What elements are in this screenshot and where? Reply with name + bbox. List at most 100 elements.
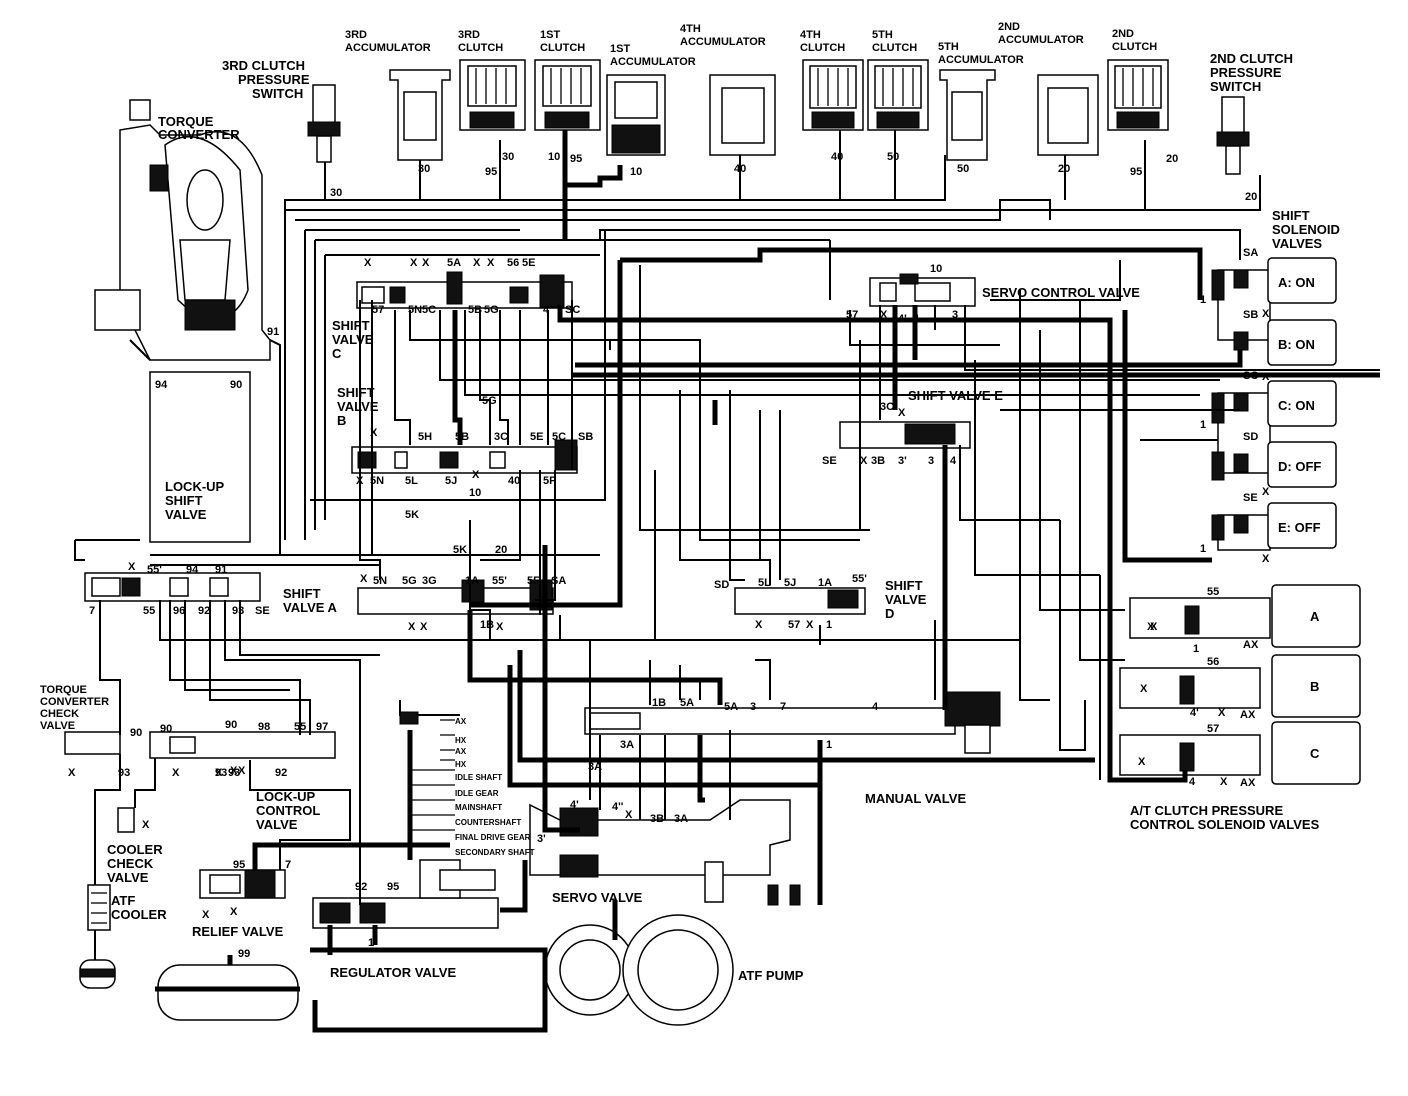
port-shift_c-4: X	[473, 257, 481, 269]
label-tc-check-3: CHECK	[40, 708, 79, 720]
port-lower_left-10: X	[215, 767, 223, 779]
shift-valve-c	[356, 271, 573, 309]
label-clutch3-1: 3RD	[458, 29, 480, 41]
port-top-3: 10	[548, 151, 560, 163]
clutch3-pressure-switch	[307, 84, 341, 163]
label-shift-c-3: C	[332, 346, 342, 361]
label-lockup-control-1: LOCK-UP	[256, 789, 316, 804]
port-lockup-0: 94	[155, 379, 168, 391]
port-top-11: 95	[1130, 166, 1142, 178]
port-top-10: 20	[1058, 163, 1070, 175]
atf-cooler	[79, 884, 116, 989]
port-shift_a-1: 5N	[373, 575, 387, 587]
port-manual-3: 3	[750, 701, 756, 713]
port-shift_b-0: X	[370, 427, 378, 439]
label-shift-b-1: SHIFT	[337, 385, 375, 400]
solenoid-0-box	[1267, 257, 1337, 304]
port-shift_b-9: 5J	[445, 475, 457, 487]
port-servo_ctrl-5: 3	[952, 309, 958, 321]
port-lower_left-22: 1	[328, 941, 334, 953]
port-manual-0: 1B	[652, 697, 666, 709]
label-atf-pump: ATF PUMP	[738, 968, 804, 983]
shaft-legend: AX HX AX HX IDLE SHAFT IDLE GEAR MAINSHA…	[399, 711, 535, 857]
solenoid-2-box	[1267, 380, 1337, 427]
solenoid-4-coil	[1233, 514, 1249, 534]
port-lower_left-7: 55	[294, 721, 306, 733]
label-clutch4-2: CLUTCH	[800, 42, 845, 54]
label-shift-d-3: D	[885, 606, 894, 621]
label-clutch4-1: 4TH	[800, 29, 821, 41]
port-shift_b-7: 5N	[370, 475, 384, 487]
port-shift_a-8: X	[408, 621, 416, 633]
port-manual-11: X	[625, 809, 633, 821]
label-servo-valve: SERVO VALVE	[552, 890, 643, 905]
port-lower_left-9: X	[172, 767, 180, 779]
port-solenoid_side-6: X	[1262, 553, 1270, 565]
port-solenoid_side-15: AX	[1240, 777, 1256, 789]
port-solenoid_side-1: X	[1262, 308, 1270, 320]
shaft-legend-1: HX	[455, 736, 467, 745]
cps-0-label: A	[1310, 609, 1320, 624]
label-clutch2-switch-3: SWITCH	[1210, 79, 1261, 94]
clutch2	[1107, 59, 1169, 131]
label-tc-check-4: VALVE	[40, 720, 75, 732]
port-shift_b-16: 5K	[405, 509, 419, 521]
port-shift_c-0: X	[364, 257, 372, 269]
shift-valve-e	[839, 421, 971, 449]
port-shift_c-13: 4	[543, 304, 550, 316]
port-top-6: 40	[734, 163, 746, 175]
cps-2-port: 57	[1207, 723, 1219, 735]
port-lower_left-18: X	[202, 909, 210, 921]
label-clutch5-1: 5TH	[872, 29, 893, 41]
port-shift_b-1: 5H	[418, 431, 432, 443]
solenoid-3-label: D: OFF	[1278, 459, 1321, 474]
port-lower_left-3: X	[238, 765, 246, 777]
port-lower_left-21: 95	[387, 881, 399, 893]
port-lower_left-12: X	[230, 765, 238, 777]
port-shift_e-1: X	[898, 407, 906, 419]
cps-0-box	[1271, 584, 1361, 648]
port-shift_d-3: 1A	[818, 577, 832, 589]
shaft-legend-2: AX	[455, 747, 467, 756]
port-shift_b-3: 3C	[494, 431, 508, 443]
port-top-12: 20	[1166, 153, 1178, 165]
solenoid-0-port: SA	[1243, 247, 1258, 259]
label-clutch2-switch-2: PRESSURE	[1210, 65, 1282, 80]
port-manual-2: 5A	[724, 701, 738, 713]
port-solenoid_side-12: AX	[1240, 709, 1256, 721]
label-cooler-check-1: COOLER	[107, 842, 163, 857]
port-manual-9: 4'	[570, 799, 579, 811]
port-lower_left-13: 92	[275, 767, 287, 779]
torque-converter	[94, 99, 281, 555]
port-manual-8: 1	[826, 739, 832, 751]
port-top-4: 95	[570, 153, 582, 165]
port-lower_left-4: 90	[160, 723, 172, 735]
port-solenoid_side-3: X	[1262, 371, 1270, 383]
port-shift_e-4: 3B	[871, 455, 885, 467]
port-shift_b-12: 5F	[543, 475, 556, 487]
solenoid-4-label: E: OFF	[1278, 520, 1321, 535]
port-top-5: 10	[630, 166, 642, 178]
port-servo_ctrl-4: 4	[913, 313, 920, 325]
regulator-valve	[312, 859, 499, 929]
solenoid-2-coil	[1233, 392, 1249, 412]
label-lockup-shift-1: LOCK-UP	[165, 479, 225, 494]
port-shift_a-2: 5G	[402, 575, 417, 587]
port-shift_a-4: 1A	[465, 575, 479, 587]
shaft-legend-7: COUNTERSHAFT	[455, 818, 521, 827]
port-servo_ctrl-0: 10	[930, 263, 942, 275]
shaft-legend-8: FINAL DRIVE GEAR	[455, 833, 531, 842]
shaft-legend-4: IDLE SHAFT	[455, 773, 502, 782]
port-shift_c-11: 5B	[468, 304, 482, 316]
label-shift-b-2: VALVE	[337, 399, 379, 414]
relief-valve	[199, 869, 286, 899]
label-shift-c-1: SHIFT	[332, 318, 370, 333]
label-torque-converter-1: TORQUE	[158, 114, 214, 129]
port-shift_e-6: 3	[928, 455, 934, 467]
solenoid-4-port: SE	[1243, 492, 1258, 504]
port-lockup-5: 94	[186, 564, 199, 576]
shaft-legend-0: AX	[455, 717, 467, 726]
port-lower_left-20: 92	[355, 881, 367, 893]
port-shift_c-2: X	[422, 257, 430, 269]
lockup-shift-valve-body	[84, 572, 261, 602]
